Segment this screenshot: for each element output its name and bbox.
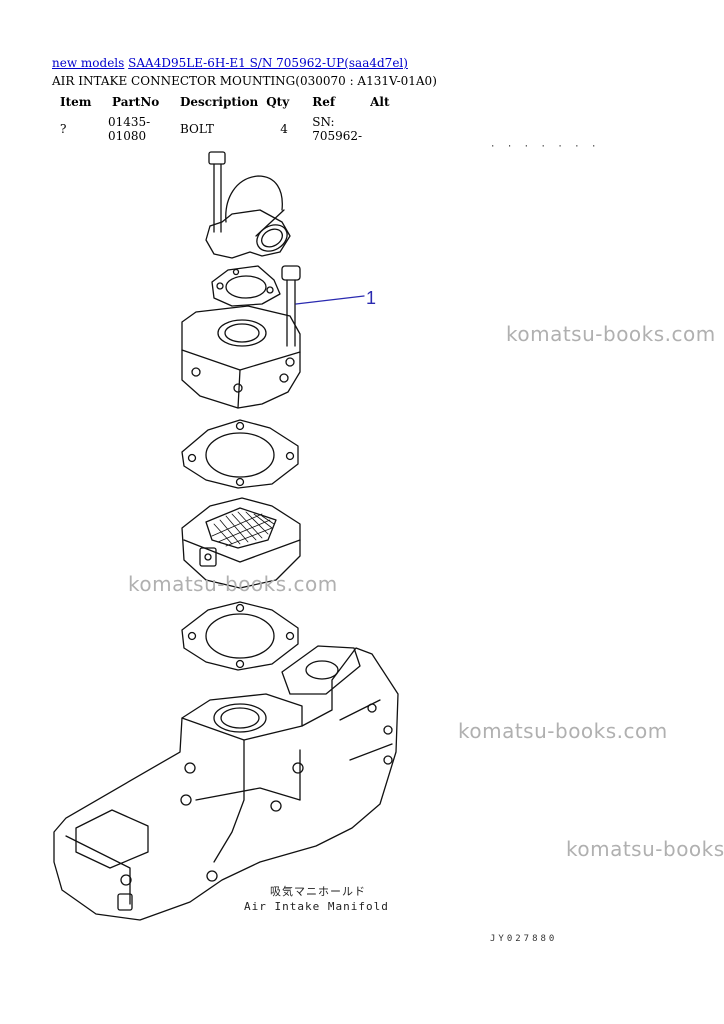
watermark-2: komatsu-books.com <box>128 572 338 596</box>
connector-block <box>181 305 301 409</box>
top-bolt <box>208 151 226 233</box>
table-header-row: Item PartNo Description Qty Ref Alt <box>56 91 404 113</box>
breadcrumb: new models SAA4D95LE-6H-E1 S/N 705962-UP… <box>52 56 408 70</box>
elbow-connector <box>205 175 291 259</box>
header-partno: PartNo <box>112 95 160 109</box>
header-description: Description <box>180 95 259 109</box>
watermark-4: komatsu-books.com <box>566 837 724 861</box>
table-row: ? 01435-01080 BOLT 4 SN: 705962- <box>56 113 404 145</box>
cell-item: ? <box>60 122 67 136</box>
intake-manifold <box>53 645 399 921</box>
gasket-2 <box>181 419 299 489</box>
parts-table: Item PartNo Description Qty Ref Alt ? 01… <box>56 91 404 145</box>
long-bolt <box>281 265 365 347</box>
header-qty: Qty <box>266 95 290 109</box>
gasket-3 <box>181 601 299 671</box>
header-alt: Alt <box>370 95 390 109</box>
caption-japanese: 吸気マニホールド <box>270 885 366 898</box>
cell-partno: 01435-01080 <box>108 115 151 143</box>
breadcrumb-link-new-models[interactable]: new models <box>52 56 125 70</box>
watermark-1: komatsu-books.com <box>506 322 716 346</box>
page-title: AIR INTAKE CONNECTOR MOUNTING(030070 : A… <box>52 74 437 88</box>
cell-description: BOLT <box>180 122 214 136</box>
caption-english: Air Intake Manifold <box>244 900 389 913</box>
breadcrumb-link-model[interactable]: SAA4D95LE-6H-E1 S/N 705962-UP(saa4d7el) <box>128 56 408 70</box>
cell-ref: SN: 705962- <box>312 115 363 143</box>
callout-number: 1 <box>366 288 377 308</box>
header-ref: Ref <box>312 95 335 109</box>
drawing-code-top: · · · · · · · <box>490 142 600 152</box>
header-item: Item <box>60 95 92 109</box>
heater-block <box>181 497 301 589</box>
gasket-1 <box>211 265 281 307</box>
watermark-3: komatsu-books.com <box>458 719 668 743</box>
drawing-code-bottom: JY027880 <box>490 934 558 944</box>
cell-qty: 4 <box>280 122 288 136</box>
